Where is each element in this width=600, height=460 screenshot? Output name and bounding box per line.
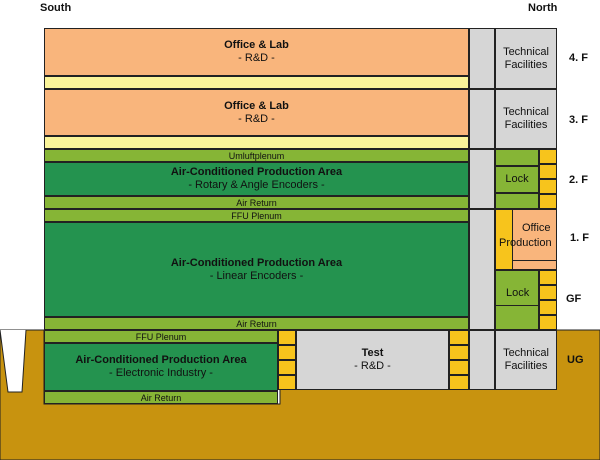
f4-office-lab: Office & Lab - R&D - xyxy=(44,28,469,76)
f3-sub: - R&D - xyxy=(238,112,275,125)
ug-sub: - Electronic Industry - xyxy=(109,367,213,379)
ug-air-return: Air Return xyxy=(44,391,278,404)
ug-title: Air-Conditioned Production Area xyxy=(75,354,247,366)
gf-lock: Lock xyxy=(506,287,530,299)
gf-stair-3 xyxy=(539,300,557,315)
f1-divider xyxy=(513,260,557,261)
gf-stair-1 xyxy=(539,270,557,285)
ug-technical: Technical Facilities xyxy=(495,330,557,390)
floor-label-1f: 1. F xyxy=(570,232,589,244)
south-label: South xyxy=(40,2,72,14)
gf-stair-2 xyxy=(539,285,557,300)
floor-label-gf: GF xyxy=(566,293,582,305)
f1-ffu-plenum: FFU Plenum xyxy=(44,209,469,222)
f1-title: Air-Conditioned Production Area xyxy=(170,256,343,269)
ug-shaft xyxy=(469,330,495,390)
f1-production-area: Air-Conditioned Production Area - Linear… xyxy=(44,222,469,317)
f1-shaft xyxy=(469,209,495,330)
ground-wedge xyxy=(0,329,27,393)
f2-stair-2 xyxy=(539,164,557,179)
f2-stair-3 xyxy=(539,179,557,194)
floor-label-4f: 4. F xyxy=(569,52,588,64)
north-label: North xyxy=(528,2,558,14)
f2-lock: Lock xyxy=(495,166,539,193)
f2-stair-1 xyxy=(539,149,557,164)
f4-title: Office & Lab xyxy=(224,39,289,51)
f3-corridor xyxy=(44,136,469,149)
f2-title: Air-Conditioned Production Area xyxy=(170,166,343,178)
f4-sub: - R&D - xyxy=(238,52,275,64)
floor-label-2f: 2. F xyxy=(569,174,588,186)
f2-lock-lower xyxy=(495,193,539,209)
f1-sub: - Linear Encoders - xyxy=(209,269,304,282)
ug-stair-r1 xyxy=(449,330,469,345)
f2-shaft xyxy=(469,149,495,209)
ug-stair-r2 xyxy=(449,345,469,360)
ug-test-sub: - R&D - xyxy=(354,360,391,372)
f3-title: Office & Lab xyxy=(224,99,289,112)
ug-stair-l1 xyxy=(278,330,296,345)
gf-lock-block xyxy=(495,270,539,330)
f2-air-return: Air Return xyxy=(44,196,469,209)
f4-technical: Technical Facilities xyxy=(495,28,557,89)
f4-shaft xyxy=(469,28,495,89)
ug-stair-l4 xyxy=(278,375,296,390)
ug-production-area: Air-Conditioned Production Area - Electr… xyxy=(44,343,278,391)
f4-corridor xyxy=(44,76,469,89)
gf-stair-4 xyxy=(539,315,557,330)
f2-sub: - Rotary & Angle Encoders - xyxy=(188,179,325,191)
ug-ffu-plenum: FFU Plenum xyxy=(44,330,278,343)
f2-umluftplenum: Umluftplenum xyxy=(44,149,469,162)
ug-stair-r3 xyxy=(449,360,469,375)
gf-divider xyxy=(495,305,539,306)
ug-stair-l2 xyxy=(278,345,296,360)
ug-test-rd: Test - R&D - xyxy=(296,330,449,390)
ug-stair-l3 xyxy=(278,360,296,375)
f2-stair-4 xyxy=(539,194,557,209)
floor-label-3f: 3. F xyxy=(569,114,588,126)
f1-production-label: Production xyxy=(499,237,552,249)
floor-label-ug: UG xyxy=(567,354,584,366)
f1-stair-left xyxy=(495,209,513,270)
f1-air-return: Air Return xyxy=(44,317,469,330)
f2-production-area: Air-Conditioned Production Area - Rotary… xyxy=(44,162,469,196)
f2-lock-upper xyxy=(495,149,539,166)
f3-shaft xyxy=(469,89,495,149)
f1-office-label: Office xyxy=(522,222,551,234)
f3-office-lab: Office & Lab - R&D - xyxy=(44,89,469,136)
f3-technical: Technical Facilities xyxy=(495,89,557,149)
ug-test-title: Test xyxy=(361,347,384,359)
ug-stair-r4 xyxy=(449,375,469,390)
